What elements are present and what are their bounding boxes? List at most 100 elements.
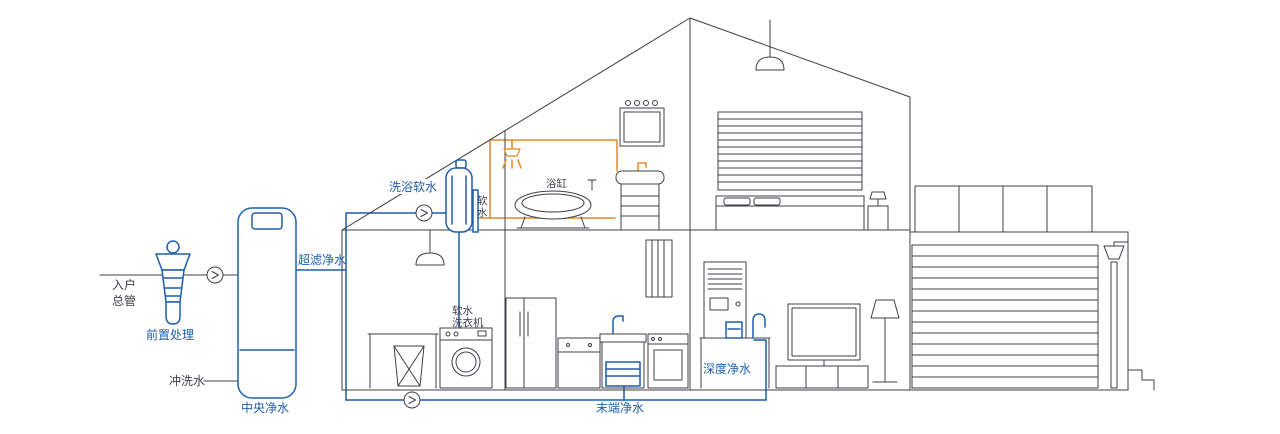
label-inlet-main-line2: 总管 [112,293,136,308]
label-flush-water: 冲洗水 [169,373,205,388]
washer-knob-icon [453,331,459,337]
light-bulb-icon [652,100,658,106]
water-softener [445,159,479,233]
central-purifier-panel [251,212,283,230]
vanity-cabinet-slats [620,195,660,217]
label-soft-washer-line2: 洗衣机 [452,316,484,329]
bedroom [715,46,889,231]
vanity-cabinet [620,183,660,231]
sink-counter [599,333,647,343]
bathtub-pedestal [516,216,590,229]
label-soft-washer-line1: 软水 [452,304,473,317]
kitchen [505,239,689,389]
mirror-cabinet [619,107,665,147]
fridge [505,297,557,389]
laundry-basket-weave [393,345,425,387]
pretreatment-filter-cup [165,301,181,325]
table-lamp-icon [869,191,887,200]
softener-cap [455,159,467,169]
softener-tank-lines [451,175,467,225]
wall-cabinet [645,239,673,298]
downspout [1110,261,1118,389]
floor-lamp-shade-icon [870,299,900,319]
shower-head-icon [503,148,521,157]
wash-basin [615,170,665,185]
exterior-lamp-arm [1113,241,1129,247]
softener-tank [445,167,473,233]
washer-display [477,330,487,337]
laundry-lamp-icon [415,252,445,266]
flow-arrow-icon [408,396,416,404]
flow-arrows [206,204,433,409]
bathroom [502,100,665,231]
label-bathtub: 浴缸 [546,177,567,190]
tv-screen [791,307,857,357]
flow-arrow-circle [206,266,224,284]
light-bulb-icon [643,100,649,106]
vanity-faucet-icon [637,162,647,172]
light-bulb-icon [634,100,640,106]
washing-machine [439,327,493,389]
garage-door [911,244,1099,389]
flow-arrow-basement [403,391,421,409]
deep-purification-station [699,261,771,389]
label-inlet-main-line1: 入户 [112,277,136,292]
base-cabinet [557,337,601,389]
shower-spray-lines [502,159,522,169]
label-central-purifier: 中央净水 [241,400,289,415]
nightstand [867,205,889,231]
flow-arrow-inlet [206,266,224,284]
water-cup-icon [725,321,743,339]
tv-cabinet [775,365,869,389]
flow-arrow-circle [415,204,433,222]
pretreatment-unit [155,240,191,325]
washer-door-glass [455,351,477,373]
mirror-cabinet-lights [625,100,658,106]
deep-purifier-riser-pipe [753,339,767,401]
flow-arrow-soft-water [415,204,433,222]
pretreatment-body-stripes [162,277,183,297]
washer-knob-icon [445,331,451,337]
tv-cabinet-dividers [805,365,839,389]
pretreatment-body [161,269,185,303]
bathtub [514,190,592,220]
flow-arrow-circle [403,391,421,409]
pillow-right [753,197,781,206]
pillow-left [723,197,751,206]
gooseneck-faucet-icon [752,313,766,339]
label-bath-soft-water: 洗浴软水 [389,180,437,194]
oven-door [653,349,683,381]
roof-railing [914,185,1093,233]
label-deep-purifier: 深度净水 [703,361,751,376]
garage-door-slats [911,255,1099,378]
label-backing [387,179,441,194]
washer-door-icon [451,347,481,377]
oven-knob-icon [658,337,662,341]
fridge-doors [519,297,529,389]
central-purifier [237,207,297,399]
label-terminal-purifier: 末端净水 [596,401,644,415]
tv [787,303,861,361]
terminal-purifier-unit [605,361,641,387]
deep-purifier-button-icon [735,301,741,307]
cabinet-knob-icon [566,343,570,347]
sink-faucet-icon [612,315,624,335]
laundry-basket [393,345,425,387]
bathtub-inner [521,193,585,213]
deep-purifier-vents [707,268,743,290]
label-ultrafiltration: 超滤净水 [298,252,346,267]
sink-cabinet [601,341,645,389]
garage [911,185,1155,391]
label-pretreatment: 前置处理 [146,327,194,342]
central-purifier-body [237,207,297,399]
entry-steps [1127,369,1155,391]
diagram-labels: 入户 总管 前置处理 中央净水 冲洗水 超滤净水 洗浴软水 软 水 浴缸 软水 … [112,177,751,415]
light-bulb-icon [625,100,631,106]
tub-faucet-icon [587,179,597,191]
cabinet-knob-icon [588,343,592,347]
floor-lamp-pole [872,317,898,383]
window-blind-slats [717,118,863,183]
window-blinds [717,111,863,191]
